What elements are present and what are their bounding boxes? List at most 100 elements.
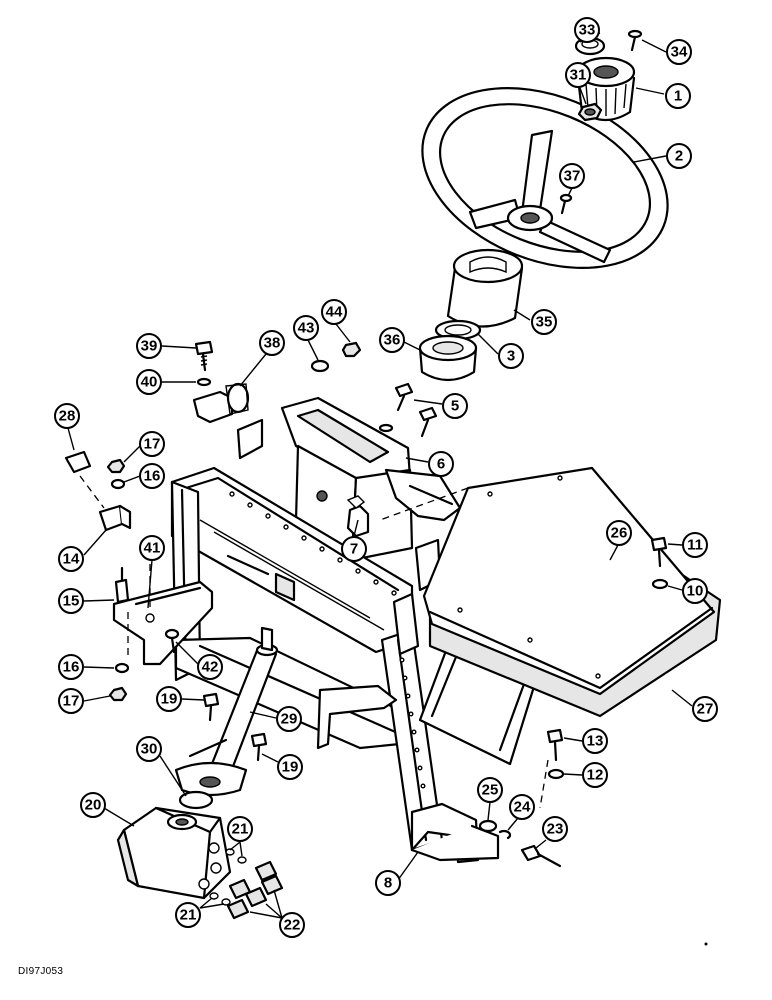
- nut-44: [341, 341, 362, 358]
- svg-text:21: 21: [232, 821, 249, 838]
- callout-38: 38: [239, 330, 285, 387]
- svg-text:19: 19: [282, 759, 299, 776]
- steering-motor: [116, 806, 232, 900]
- svg-text:40: 40: [141, 374, 158, 391]
- svg-text:3: 3: [507, 348, 515, 365]
- svg-text:6: 6: [437, 456, 445, 473]
- bracket-41: [112, 580, 214, 666]
- callout-27: 27: [671, 689, 718, 722]
- nut-17-bottom: [108, 686, 128, 702]
- svg-text:36: 36: [384, 332, 401, 349]
- callout-14: 14: [58, 529, 107, 572]
- callout-20: 20: [80, 792, 135, 827]
- svg-text:41: 41: [144, 540, 161, 557]
- bolt-39: [194, 340, 214, 372]
- callout-17-top: 17: [123, 431, 165, 463]
- svg-text:35: 35: [536, 314, 553, 331]
- svg-text:11: 11: [687, 537, 703, 554]
- bracket-38: [192, 382, 250, 424]
- svg-text:27: 27: [697, 701, 714, 718]
- washer-12: [547, 768, 565, 780]
- bolt-13: [546, 728, 564, 762]
- callout-10: 10: [667, 578, 708, 604]
- callout-40: 40: [136, 369, 196, 395]
- callout-31: 31: [565, 62, 591, 105]
- speck-dot: [704, 942, 708, 946]
- bolt-23: [520, 844, 562, 868]
- svg-text:16: 16: [63, 659, 80, 676]
- svg-text:13: 13: [587, 733, 604, 750]
- bolt-42: [164, 628, 180, 654]
- callout-23: 23: [535, 816, 568, 849]
- steering-column: [174, 626, 279, 797]
- callout-22: 22: [249, 889, 305, 938]
- svg-text:26: 26: [611, 525, 628, 542]
- wheel-nut: [577, 102, 603, 122]
- svg-text:38: 38: [264, 335, 281, 352]
- callout-34: 34: [641, 39, 692, 65]
- washer-16-top: [110, 478, 126, 490]
- svg-text:30: 30: [141, 741, 158, 758]
- svg-text:24: 24: [514, 799, 531, 816]
- callout-26: 26: [606, 520, 632, 561]
- callout-13: 13: [563, 728, 608, 754]
- svg-text:8: 8: [384, 875, 392, 892]
- console-frame: [170, 396, 538, 864]
- callout-16-bottom: 16: [58, 654, 115, 680]
- svg-text:10: 10: [687, 583, 704, 600]
- svg-text:37: 37: [564, 168, 581, 185]
- svg-text:16: 16: [144, 468, 161, 485]
- washer-10: [651, 578, 669, 590]
- callout-21-top: 21: [227, 816, 253, 857]
- callout-15: 15: [58, 588, 115, 614]
- svg-text:33: 33: [579, 22, 596, 39]
- callout-35: 35: [513, 309, 557, 335]
- callout-43: 43: [293, 315, 319, 361]
- washer-43: [310, 359, 330, 373]
- svg-text:43: 43: [298, 320, 315, 337]
- callout-28: 28: [54, 403, 80, 451]
- drawing-code: DI97J053: [18, 966, 64, 977]
- washer-25: [478, 819, 498, 833]
- svg-text:23: 23: [547, 821, 564, 838]
- callout-42: 42: [175, 641, 223, 680]
- dust-boot: [418, 334, 478, 382]
- o-ring-30: [178, 790, 214, 810]
- svg-text:31: 31: [570, 67, 587, 84]
- svg-text:17: 17: [63, 693, 80, 710]
- callout-7: 7: [341, 519, 367, 562]
- callout-8: 8: [375, 851, 419, 896]
- callout-30: 30: [136, 736, 187, 797]
- washer-16-bottom: [114, 662, 130, 674]
- callout-19-right: 19: [261, 753, 303, 780]
- callout-29: 29: [249, 706, 302, 732]
- o-rings-21: [209, 848, 247, 906]
- washer-40: [196, 377, 212, 387]
- svg-text:34: 34: [671, 44, 688, 61]
- cap-screw: [627, 29, 643, 52]
- callout-3: 3: [477, 333, 524, 369]
- callout-44: 44: [321, 299, 351, 343]
- nut-17-top: [106, 458, 126, 474]
- svg-text:2: 2: [675, 148, 683, 165]
- callout-36: 36: [379, 327, 421, 353]
- bolts-19: [202, 692, 268, 762]
- callout-39: 39: [136, 333, 197, 359]
- callout-1: 1: [635, 83, 691, 109]
- callout-5: 5: [413, 393, 468, 419]
- bolts-5: [394, 382, 438, 438]
- svg-text:29: 29: [281, 711, 298, 728]
- callout-25: 25: [477, 777, 503, 821]
- svg-text:42: 42: [202, 659, 219, 676]
- callout-19-left: 19: [156, 686, 205, 712]
- svg-text:28: 28: [59, 408, 76, 425]
- svg-text:14: 14: [63, 551, 80, 568]
- callout-41: 41: [139, 535, 165, 609]
- callout-21-bottom: 21: [175, 897, 225, 928]
- bracket-14: [98, 504, 132, 532]
- lockwasher-24: [498, 829, 512, 840]
- svg-text:5: 5: [451, 398, 459, 415]
- svg-text:20: 20: [85, 797, 102, 814]
- floor-plate-26: [379, 466, 716, 696]
